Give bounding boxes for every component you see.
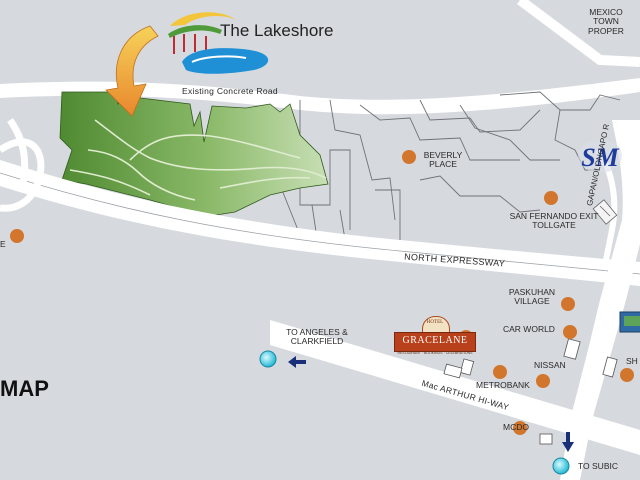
gracelane-hotel-logo: HOTEL GRACELANE RESTAURANT · BOOKINGS · … bbox=[394, 316, 476, 356]
hotel-subtitle: RESTAURANT · BOOKINGS · CELEBRATIONS bbox=[397, 351, 473, 355]
svg-text:SM: SM bbox=[581, 143, 619, 172]
subic-endpoint-icon bbox=[552, 457, 570, 475]
marker-carworld bbox=[563, 325, 577, 339]
location-markers bbox=[10, 150, 634, 435]
hotel-tag: HOTEL bbox=[426, 320, 444, 325]
carworld-label: CAR WORLD bbox=[503, 324, 555, 334]
marker-beverly bbox=[402, 150, 416, 164]
lakeshore-logo-graphic bbox=[168, 12, 269, 74]
mexico-label: MEXICO TOWN PROPER bbox=[588, 7, 624, 36]
marker-nissan bbox=[536, 374, 550, 388]
macarthur-highway bbox=[270, 320, 640, 455]
mcdo-label: MCDO bbox=[503, 422, 529, 432]
sm-logo: SM bbox=[578, 139, 622, 173]
marker-metrobank bbox=[493, 365, 507, 379]
marker-paskuhan bbox=[561, 297, 575, 311]
left-interchange bbox=[0, 117, 45, 212]
shell-station-icon bbox=[619, 311, 640, 333]
gapan-olongapo-road bbox=[560, 120, 640, 480]
mexico-road bbox=[517, 0, 640, 67]
development-internal-roads bbox=[69, 119, 327, 201]
marker-tollgate bbox=[544, 191, 558, 205]
metrobank-label: METROBANK bbox=[476, 380, 530, 390]
paskuhan-label: PASKUHAN VILLAGE bbox=[508, 287, 556, 307]
north-expressway bbox=[0, 160, 640, 286]
hotel-name: GRACELANE bbox=[402, 335, 468, 346]
direction-arrows bbox=[288, 356, 574, 452]
beverly-label: BEVERLY PLACE bbox=[423, 150, 463, 170]
arrow-down-icon bbox=[562, 432, 574, 452]
marker-left bbox=[10, 229, 24, 243]
buildings bbox=[443, 338, 618, 445]
tollgate-structure bbox=[592, 199, 618, 225]
shell-label: SH bbox=[626, 356, 638, 366]
concrete-road-label: Existing Concrete Road bbox=[182, 86, 278, 96]
subic-label: TO SUBIC bbox=[578, 461, 618, 471]
left-place-label: E bbox=[0, 239, 6, 249]
nissan-label: NISSAN bbox=[534, 360, 566, 370]
marker-shell bbox=[620, 368, 634, 382]
marker-mcdo bbox=[513, 421, 527, 435]
angeles-endpoint-icon bbox=[259, 350, 277, 368]
curved-arrow-icon bbox=[105, 25, 159, 117]
brand-name: The Lakeshore bbox=[220, 21, 334, 40]
map-title: MAP bbox=[0, 376, 49, 401]
concrete-road bbox=[0, 78, 640, 115]
arrow-left-icon bbox=[288, 356, 306, 368]
tollgate-label: SAN FERNANDO EXIT TOLLGATE bbox=[509, 211, 599, 231]
angeles-label: TO ANGELES & CLARKFIELD bbox=[286, 327, 348, 347]
